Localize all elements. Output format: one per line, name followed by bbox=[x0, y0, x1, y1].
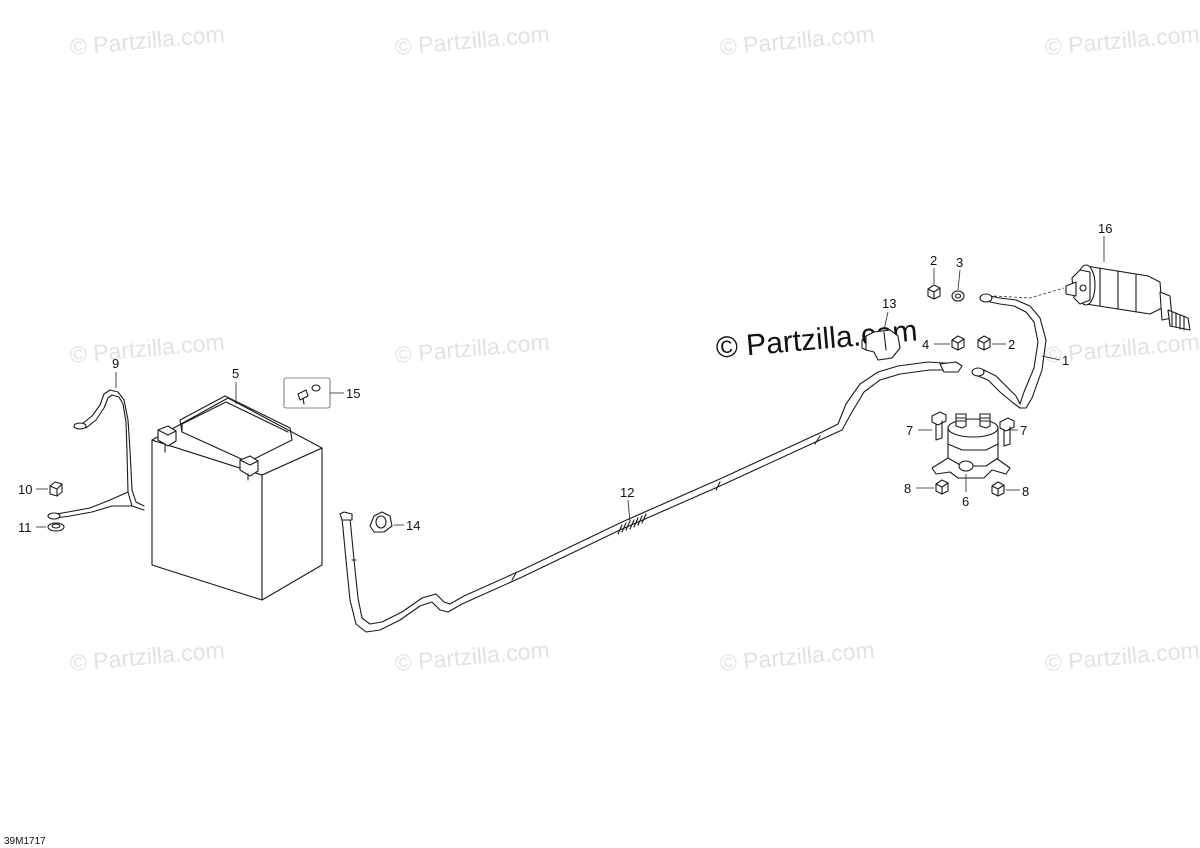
nut-2-part[interactable] bbox=[927, 284, 941, 300]
callout-14[interactable]: 14 bbox=[406, 518, 420, 533]
callout-12[interactable]: 12 bbox=[620, 485, 634, 500]
callout-4[interactable]: 4 bbox=[922, 337, 929, 352]
callout-15[interactable]: 15 bbox=[346, 386, 360, 401]
washer-3-part[interactable] bbox=[951, 290, 965, 302]
solenoid-6-part[interactable] bbox=[931, 413, 1011, 479]
callout-6[interactable]: 6 bbox=[962, 494, 969, 509]
bolt-15-part[interactable] bbox=[283, 377, 331, 409]
leader-lines bbox=[36, 236, 1105, 528]
grommet-14-part[interactable] bbox=[369, 511, 393, 533]
bolt-7-part[interactable] bbox=[931, 411, 947, 441]
nut-8-part[interactable] bbox=[935, 479, 949, 495]
callout-11[interactable]: 11 bbox=[18, 520, 32, 535]
callout-7-left[interactable]: 7 bbox=[906, 423, 913, 438]
callout-8-left[interactable]: 8 bbox=[904, 481, 911, 496]
bolt-7b-part[interactable] bbox=[999, 417, 1015, 447]
callout-3[interactable]: 3 bbox=[956, 255, 963, 270]
nut-4-part[interactable] bbox=[951, 335, 965, 351]
nut-2b-part[interactable] bbox=[977, 335, 991, 351]
nut-8b-part[interactable] bbox=[991, 481, 1005, 497]
nut-10-part[interactable] bbox=[49, 481, 63, 497]
callout-10[interactable]: 10 bbox=[18, 482, 32, 497]
cable-12-part[interactable] bbox=[339, 361, 963, 633]
battery-part[interactable] bbox=[151, 395, 323, 601]
boot-13-part[interactable] bbox=[861, 329, 901, 361]
washer-11-part[interactable] bbox=[47, 522, 65, 532]
callout-13[interactable]: 13 bbox=[882, 296, 896, 311]
callout-8-right[interactable]: 8 bbox=[1022, 484, 1029, 499]
cable-12-grommet bbox=[617, 513, 647, 535]
callout-2-right[interactable]: 2 bbox=[1008, 337, 1015, 352]
callout-7-right[interactable]: 7 bbox=[1020, 423, 1027, 438]
cable-1-part[interactable] bbox=[971, 293, 1047, 409]
callout-9[interactable]: 9 bbox=[112, 356, 119, 371]
callout-2-top[interactable]: 2 bbox=[930, 253, 937, 268]
callout-1[interactable]: 1 bbox=[1062, 353, 1069, 368]
diagram-reference-code: 39M1717 bbox=[4, 836, 46, 847]
callout-16[interactable]: 16 bbox=[1098, 221, 1112, 236]
cable-9-part[interactable] bbox=[47, 389, 145, 520]
starter-16-part[interactable] bbox=[1065, 264, 1191, 331]
callout-5[interactable]: 5 bbox=[232, 366, 239, 381]
